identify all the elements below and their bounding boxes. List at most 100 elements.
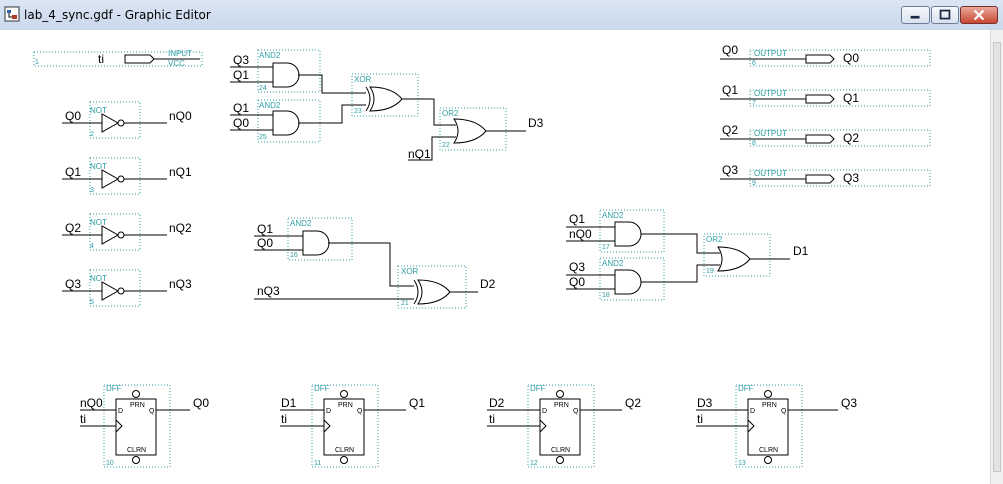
- input-label: Q0: [257, 236, 273, 250]
- output-label: D2: [480, 277, 496, 291]
- symbol-number: 21: [401, 300, 409, 307]
- output-pin-2[interactable]: Q1 OUTPUT 7 Q1: [720, 83, 931, 107]
- symbol-number: 3: [90, 187, 94, 194]
- input-label: Q2: [65, 221, 81, 235]
- output-label: D3: [528, 116, 544, 130]
- output-label: Q1: [843, 91, 859, 105]
- symbol-number: 4: [90, 243, 94, 250]
- symbol-number: 12: [530, 460, 538, 467]
- window-title: lab_4_sync.gdf - Graphic Editor: [24, 8, 211, 22]
- input-label: nQ0: [569, 227, 592, 241]
- input-label: Q3: [233, 53, 249, 67]
- dff-13[interactable]: DFF 13 PRN CLRN D Q D3 ti Q3: [696, 384, 857, 468]
- symbol-number: 13: [738, 460, 746, 467]
- output-pin-1[interactable]: Q0 OUTPUT 6 Q0: [720, 43, 931, 67]
- minimize-button[interactable]: [901, 6, 930, 24]
- input-pin-shape: [124, 54, 155, 64]
- maximize-button[interactable]: [931, 6, 959, 24]
- graphic-editor-icon: [4, 6, 20, 22]
- q-pin-label: Q: [149, 408, 155, 415]
- symbol-number: 10: [106, 460, 114, 467]
- symbol-type: DFF: [106, 384, 122, 393]
- symbol-number: 11: [314, 460, 321, 467]
- and-gate-16[interactable]: AND2 16 Q1 Q0: [254, 217, 353, 261]
- symbol-number: 18: [602, 292, 610, 299]
- output-label: nQ0: [169, 109, 192, 123]
- clrn-label: CLRN: [759, 447, 778, 454]
- and-gate-17[interactable]: AND2 17 Q1 nQ0: [566, 209, 665, 253]
- input-label: Q1: [233, 101, 249, 115]
- symbol-type: NOT: [90, 106, 107, 115]
- or-gate-22[interactable]: OR2 22 nQ1 D3: [402, 98, 544, 161]
- dff-11[interactable]: DFF 11 PRN CLRN D Q D1 ti Q1: [280, 384, 425, 468]
- symbol-number: 8: [752, 140, 756, 147]
- d-input-label: nQ0: [80, 396, 103, 410]
- xor-gate-23[interactable]: XOR 23: [298, 73, 419, 124]
- dff-12[interactable]: DFF 12 PRN CLRN D Q D2 ti Q2: [487, 384, 641, 468]
- prn-label: PRN: [762, 402, 777, 409]
- symbol-type: AND2: [290, 219, 312, 228]
- symbol-type: OR2: [442, 109, 459, 118]
- and-gate-18[interactable]: AND2 18 Q3 Q0: [566, 257, 665, 301]
- symbol-number: 2: [90, 131, 94, 138]
- output-pin-4[interactable]: Q3 OUTPUT 9 Q3: [720, 163, 931, 187]
- clock-input-label: ti: [489, 412, 495, 426]
- symbol-number: 24: [259, 85, 267, 92]
- symbol-type: AND2: [259, 51, 281, 60]
- symbol-number: 16: [290, 252, 298, 259]
- symbol-number: 17: [602, 244, 610, 251]
- q-output-label: Q1: [409, 396, 425, 410]
- symbol-number: 19: [706, 268, 714, 275]
- title-bar[interactable]: lab_4_sync.gdf - Graphic Editor: [0, 0, 1003, 30]
- output-pin-3[interactable]: Q2 OUTPUT 8 Q2: [720, 123, 931, 147]
- not-gate-1[interactable]: NOT 2 Q0 nQ0: [62, 101, 192, 139]
- q-output-label: Q0: [193, 396, 209, 410]
- input-label: Q1: [722, 83, 738, 97]
- input-ti[interactable]: 1 ti INPUT VCC: [33, 49, 203, 68]
- symbol-type: AND2: [602, 211, 624, 220]
- symbol-type: OUTPUT: [754, 49, 787, 58]
- input-label: Q3: [569, 260, 585, 274]
- output-label: nQ2: [169, 221, 192, 235]
- vcc-label: VCC: [168, 59, 185, 68]
- d-pin-label: D: [118, 408, 123, 415]
- input-label: Q0: [569, 275, 585, 289]
- d2-logic: AND2 16 Q1 Q0 XOR 21 nQ3: [254, 217, 496, 309]
- symbol-type: OUTPUT: [754, 89, 787, 98]
- or-gate-19[interactable]: OR2 19 D1: [641, 233, 809, 283]
- and-gate-24[interactable]: AND2 24 Q3 Q1: [230, 49, 321, 93]
- input-name: ti: [98, 52, 104, 66]
- clock-input-label: ti: [281, 412, 287, 426]
- schematic-canvas[interactable]: 1 ti INPUT VCC NOT 2 Q0 nQ0 NOT: [0, 30, 990, 484]
- close-button[interactable]: [960, 6, 998, 24]
- dff-10[interactable]: DFF 10 PRN CLRN D Q nQ0 ti Q0: [80, 384, 209, 468]
- symbol-number: 22: [442, 142, 450, 149]
- q-pin-label: Q: [573, 408, 579, 415]
- input-label: Q3: [65, 277, 81, 291]
- input-label: Q0: [233, 116, 249, 130]
- input-label: Q2: [722, 123, 738, 137]
- q-pin-label: Q: [781, 408, 787, 415]
- symbol-type: OUTPUT: [754, 129, 787, 138]
- input-label: nQ3: [257, 284, 280, 298]
- not-gate-3[interactable]: NOT 4 Q2 nQ2: [62, 213, 192, 251]
- d-input-label: D1: [281, 396, 297, 410]
- and-gate-25[interactable]: AND2 25 Q1 Q0: [230, 99, 321, 143]
- vertical-scrollbar[interactable]: [990, 30, 1003, 484]
- symbol-type: XOR: [401, 267, 419, 276]
- input-label: Q1: [65, 165, 81, 179]
- not-gate-4[interactable]: NOT 5 Q3 nQ3: [62, 269, 192, 307]
- prn-label: PRN: [338, 402, 353, 409]
- d1-logic: AND2 17 Q1 nQ0 AND2 18 Q3 Q0: [566, 209, 809, 301]
- scrollbar-thumb[interactable]: [993, 42, 1001, 472]
- symbol-type: NOT: [90, 218, 107, 227]
- symbol-number: 1: [35, 59, 39, 66]
- output-label: Q2: [843, 131, 859, 145]
- xor-gate-21[interactable]: XOR 21 nQ3 D2: [254, 242, 496, 309]
- symbol-type: NOT: [90, 162, 107, 171]
- prn-label: PRN: [130, 402, 145, 409]
- d-pin-label: D: [542, 408, 547, 415]
- symbol-type: OR2: [706, 235, 723, 244]
- not-gate-2[interactable]: NOT 3 Q1 nQ1: [62, 157, 192, 195]
